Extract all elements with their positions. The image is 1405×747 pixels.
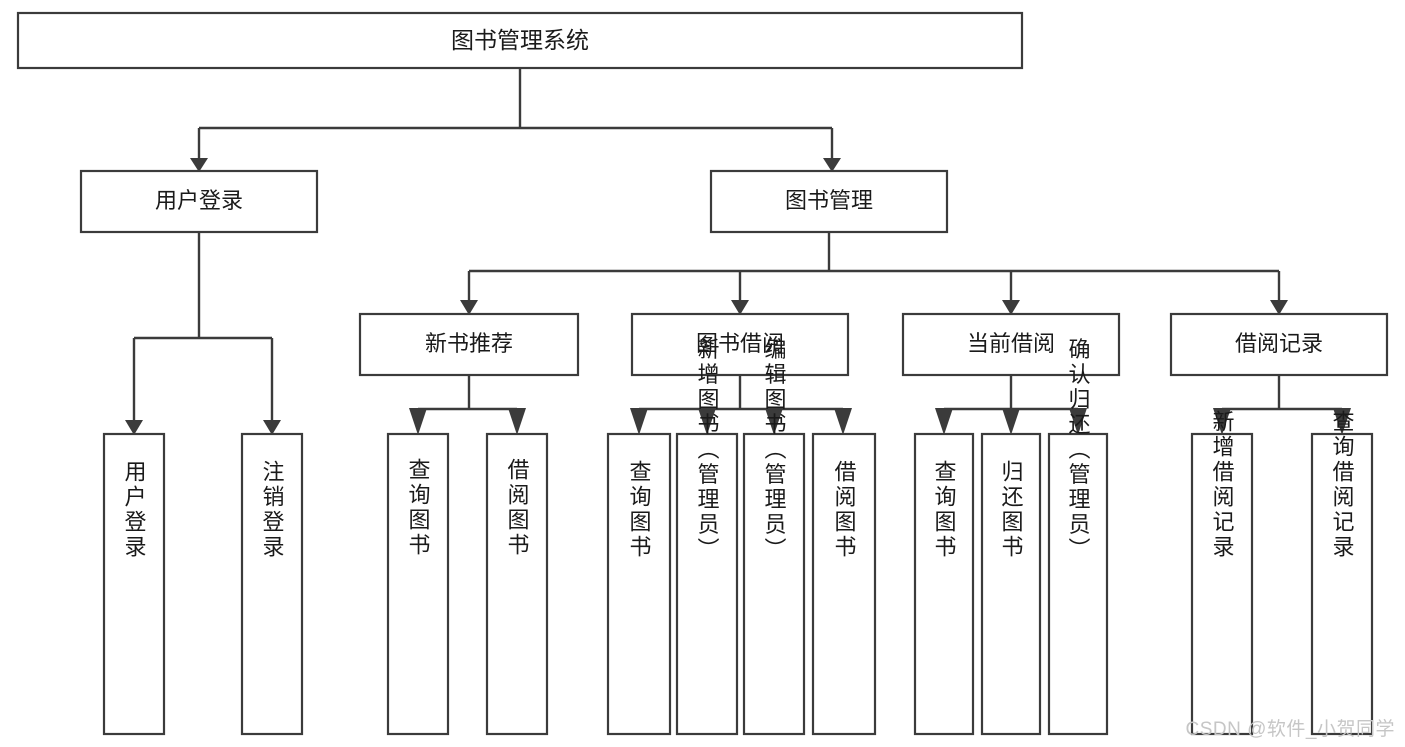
node-root-label: 图书管理系统: [451, 27, 589, 53]
node-book-manage-box[interactable]: [709, 169, 949, 234]
node-leaf-cur-query-book-box[interactable]: [913, 432, 975, 736]
node-leaf-borrow-edit-book-label: 编辑图书（管理员）: [762, 338, 787, 563]
node-current-borrow-box[interactable]: [901, 312, 1121, 377]
node-new-book-rec[interactable]: 新书推荐: [358, 312, 580, 377]
node-user-login-label: 用户登录: [155, 188, 243, 213]
node-new-book-rec-label: 新书推荐: [425, 331, 513, 356]
node-user-login-box[interactable]: [79, 169, 319, 234]
node-leaf-user-login-box[interactable]: [102, 432, 166, 736]
node-book-borrow[interactable]: 图书借阅: [630, 312, 850, 377]
node-leaf-rec-add-record[interactable]: 新增借阅记录: [1190, 410, 1254, 736]
node-leaf-cur-confirm-return[interactable]: 确认归还（管理员）: [1047, 338, 1109, 736]
node-leaf-cur-return-book[interactable]: 归还图书: [980, 432, 1042, 736]
node-leaf-rec-query-book-box[interactable]: [386, 432, 450, 736]
node-leaf-user-logout-label: 注销登录: [260, 460, 285, 560]
node-leaf-cur-confirm-return-box[interactable]: [1047, 432, 1109, 736]
node-leaf-borrow-add-book-label: 新增图书（管理员）: [695, 338, 720, 563]
connector-group-book-borrow: [630, 375, 852, 435]
node-current-borrow[interactable]: 当前借阅: [901, 312, 1121, 377]
connector-group-borrow-records: [1213, 375, 1351, 435]
node-root-box[interactable]: [16, 11, 1024, 70]
arrowhead-new-book-rec: [460, 300, 478, 315]
connector-group-new-book-rec: [409, 375, 526, 435]
arrowhead-borrow-edit-book: [765, 408, 783, 435]
node-borrow-records[interactable]: 借阅记录: [1169, 312, 1389, 377]
node-leaf-rec-query-record-label: 查询借阅记录: [1330, 410, 1355, 560]
node-leaf-borrow-borrow-book[interactable]: 借阅图书: [811, 432, 877, 736]
node-leaf-borrow-query-book-label: 查询图书: [627, 460, 652, 560]
node-leaf-borrow-edit-book-box[interactable]: [742, 432, 806, 736]
arrowhead-user-login: [190, 158, 208, 172]
node-book-manage-label: 图书管理: [785, 188, 873, 213]
arrowhead-borrow-query-book: [630, 408, 648, 435]
node-leaf-borrow-query-book-box[interactable]: [606, 432, 672, 736]
arrowhead-book-manage: [823, 158, 841, 172]
arrowhead-leaf-user-login: [125, 420, 143, 435]
node-leaf-borrow-query-book[interactable]: 查询图书: [606, 432, 672, 736]
node-leaf-user-login-label: 用户登录: [122, 460, 147, 560]
node-leaf-rec-add-record-box[interactable]: [1190, 432, 1254, 736]
connector-group-current-borrow: [935, 375, 1087, 435]
node-borrow-records-box[interactable]: [1169, 312, 1389, 377]
node-book-borrow-label: 图书借阅: [696, 331, 784, 356]
node-user-login[interactable]: 用户登录: [79, 169, 319, 234]
node-root[interactable]: 图书管理系统: [16, 11, 1024, 70]
node-leaf-rec-add-record-label: 新增借阅记录: [1210, 410, 1235, 560]
node-borrow-records-label: 借阅记录: [1235, 331, 1323, 356]
node-current-borrow-label: 当前借阅: [967, 331, 1055, 356]
node-leaf-rec-borrow-book-box[interactable]: [485, 432, 549, 736]
arrowhead-borrow-add-book: [698, 408, 716, 435]
arrowhead-current-borrow: [1002, 300, 1020, 315]
node-leaf-rec-borrow-book[interactable]: 借阅图书: [485, 432, 549, 736]
node-leaf-cur-confirm-return-label: 确认归还（管理员）: [1066, 338, 1091, 563]
node-book-borrow-box[interactable]: [630, 312, 850, 377]
node-leaf-user-logout-box[interactable]: [240, 432, 304, 736]
node-leaf-user-login[interactable]: 用户登录: [102, 432, 166, 736]
arrowhead-cur-confirm-return: [1069, 408, 1087, 435]
connector-group-book-manage: [460, 232, 1288, 315]
arrowhead-borrow-records: [1270, 300, 1288, 315]
node-leaf-borrow-edit-book[interactable]: 编辑图书（管理员）: [742, 338, 806, 736]
arrowhead-leaf-user-logout: [263, 420, 281, 435]
node-new-book-rec-box[interactable]: [358, 312, 580, 377]
node-book-manage[interactable]: 图书管理: [709, 169, 949, 234]
arrowhead-rec-query-book: [409, 408, 427, 435]
node-leaf-borrow-add-book[interactable]: 新增图书（管理员）: [675, 338, 739, 736]
node-leaf-borrow-add-book-box[interactable]: [675, 432, 739, 736]
node-leaf-rec-query-record[interactable]: 查询借阅记录: [1310, 410, 1374, 736]
arrowhead-rec-borrow-book: [508, 408, 526, 435]
arrowhead-rec-query-record: [1333, 408, 1351, 435]
node-leaf-cur-query-book[interactable]: 查询图书: [913, 432, 975, 736]
connector-group-root: [190, 68, 841, 172]
node-leaf-rec-borrow-book-label: 借阅图书: [505, 458, 530, 558]
node-leaf-cur-query-book-label: 查询图书: [932, 460, 957, 560]
arrowhead-cur-query-book: [935, 408, 953, 435]
connector-group-user-login: [125, 232, 281, 435]
node-leaf-user-logout[interactable]: 注销登录: [240, 432, 304, 736]
node-leaf-rec-query-book[interactable]: 查询图书: [386, 432, 450, 736]
arrowhead-cur-return-book: [1002, 408, 1020, 435]
node-leaf-borrow-borrow-book-box[interactable]: [811, 432, 877, 736]
node-leaf-rec-query-record-box[interactable]: [1310, 432, 1374, 736]
arrowhead-borrow-borrow-book: [834, 408, 852, 435]
node-leaf-rec-query-book-label: 查询图书: [406, 458, 431, 558]
node-leaf-cur-return-book-label: 归还图书: [999, 460, 1024, 560]
arrowhead-book-borrow: [731, 300, 749, 315]
node-leaf-cur-return-book-box[interactable]: [980, 432, 1042, 736]
arrowhead-rec-add-record: [1213, 408, 1231, 435]
node-leaf-borrow-borrow-book-label: 借阅图书: [832, 460, 857, 560]
